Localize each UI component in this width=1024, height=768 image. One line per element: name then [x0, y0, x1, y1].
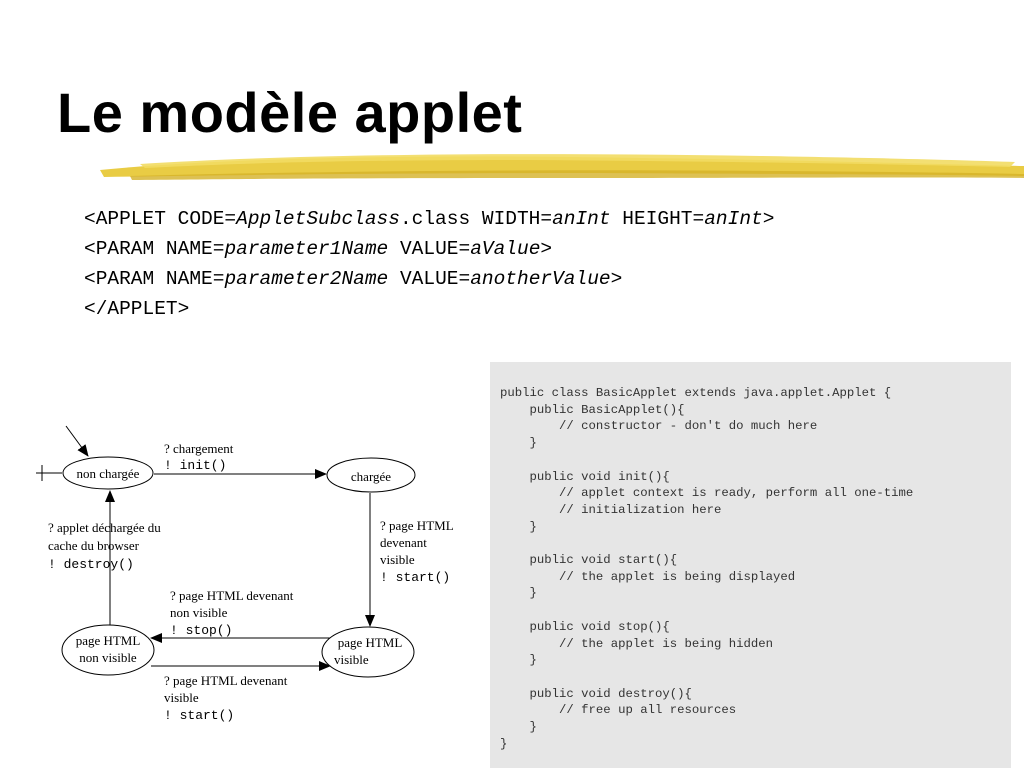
state-label: visible	[334, 652, 369, 667]
brushstroke-shadow	[130, 170, 1024, 180]
tag-literal: .class WIDTH=	[399, 208, 553, 230]
edge-label: devenant	[380, 535, 427, 550]
state-non-chargee: non chargée	[62, 456, 154, 490]
code-line: public class BasicApplet extends java.ap…	[500, 386, 892, 400]
label-dechargee: ? applet déchargée du cache du browser !…	[48, 520, 161, 572]
edge-label: cache du browser	[48, 538, 140, 553]
state-page-non-visible: page HTML non visible	[61, 624, 155, 676]
state-chargee: chargée	[326, 457, 416, 493]
tag-placeholder: parameter1Name	[224, 238, 389, 260]
edge-label: ! init()	[164, 458, 226, 473]
tag-placeholder: anInt	[552, 208, 611, 230]
tag-placeholder: anInt	[704, 208, 763, 230]
edge-label: ! destroy()	[48, 557, 134, 572]
tag-placeholder: parameter2Name	[224, 268, 389, 290]
state-label: non chargée	[77, 466, 140, 481]
code-line: public void start(){	[529, 553, 678, 568]
param-tag-line-2: <PARAM NAME=parameter2Name VALUE=another…	[84, 264, 774, 294]
code-line: // the applet is being hidden	[559, 636, 774, 651]
code-line: }	[529, 586, 537, 601]
edge-label: ? page HTML	[380, 518, 454, 533]
basic-applet-code-panel: public class BasicApplet extends java.ap…	[490, 362, 1011, 768]
tag-literal: VALUE=	[388, 268, 471, 290]
tag-literal: VALUE=	[388, 238, 471, 260]
applet-close-tag-line: </APPLET>	[84, 294, 774, 324]
label-chargement: ? chargement ! init()	[164, 441, 234, 473]
edge-label: ! start()	[380, 570, 450, 585]
tag-literal: <PARAM NAME=	[84, 268, 225, 290]
state-page-visible: page HTML visible	[321, 626, 415, 678]
tag-placeholder: AppletSubclass	[236, 208, 400, 230]
label-devenant-visible: ? page HTML devenant visible ! start()	[380, 518, 454, 585]
edge-label: visible	[380, 552, 415, 567]
tag-literal: >	[762, 208, 775, 230]
edge-label: ? page HTML devenant	[170, 588, 294, 603]
tag-placeholder: aValue	[470, 238, 541, 260]
state-label: chargée	[351, 469, 391, 484]
applet-tag-syntax: <APPLET CODE=AppletSubclass.class WIDTH=…	[84, 204, 774, 324]
slide-title: Le modèle applet	[57, 81, 523, 144]
code-line: // the applet is being displayed	[559, 569, 796, 584]
code-line: }	[529, 720, 537, 735]
title-underline-brushstroke	[100, 154, 1024, 180]
tag-literal: >	[610, 268, 623, 290]
code-line: }	[529, 653, 537, 668]
edge-label: ? page HTML devenant	[164, 673, 288, 688]
code-line: }	[529, 436, 537, 451]
edge-label: visible	[164, 690, 199, 705]
code-line: // free up all resources	[559, 703, 737, 718]
state-label: non visible	[79, 650, 137, 665]
tag-literal: >	[540, 238, 553, 260]
code-line: public void destroy(){	[529, 686, 692, 701]
label-devenant-visible-bottom: ? page HTML devenant visible ! start()	[164, 673, 288, 723]
tag-placeholder: anotherValue	[470, 268, 611, 290]
code-line: // applet context is ready, perform all …	[559, 486, 914, 501]
code-line: public BasicApplet(){	[529, 402, 685, 417]
code-line: }	[529, 519, 537, 534]
applet-tag-line: <APPLET CODE=AppletSubclass.class WIDTH=…	[84, 204, 774, 234]
state-label: page HTML	[338, 635, 403, 650]
tag-literal: HEIGHT=	[610, 208, 705, 230]
java-code-listing: public class BasicApplet extends java.ap…	[500, 385, 913, 752]
edge-label: non visible	[170, 605, 228, 620]
edge-label: ? applet déchargée du	[48, 520, 161, 535]
label-devenant-non-visible: ? page HTML devenant non visible ! stop(…	[170, 588, 294, 638]
code-line: public void stop(){	[529, 619, 670, 634]
tag-literal: <APPLET CODE=	[84, 208, 237, 230]
code-line: // initialization here	[559, 502, 722, 517]
tag-literal: <PARAM NAME=	[84, 238, 225, 260]
edge-label: ? chargement	[164, 441, 234, 456]
edge-label: ! start()	[164, 708, 234, 723]
edge-label: ! stop()	[170, 623, 232, 638]
code-line: public void init(){	[529, 469, 670, 484]
param-tag-line-1: <PARAM NAME=parameter1Name VALUE=aValue>	[84, 234, 774, 264]
brushstroke-streak	[140, 154, 1015, 168]
tag-literal: </APPLET>	[84, 298, 190, 320]
code-line: // constructor - don't do much here	[559, 419, 818, 434]
applet-lifecycle-diagram: non chargée chargée page HTML non visibl…	[36, 425, 454, 723]
code-line: }	[500, 736, 508, 751]
state-label: page HTML	[76, 633, 141, 648]
initial-pointer-arrow	[65, 425, 89, 457]
